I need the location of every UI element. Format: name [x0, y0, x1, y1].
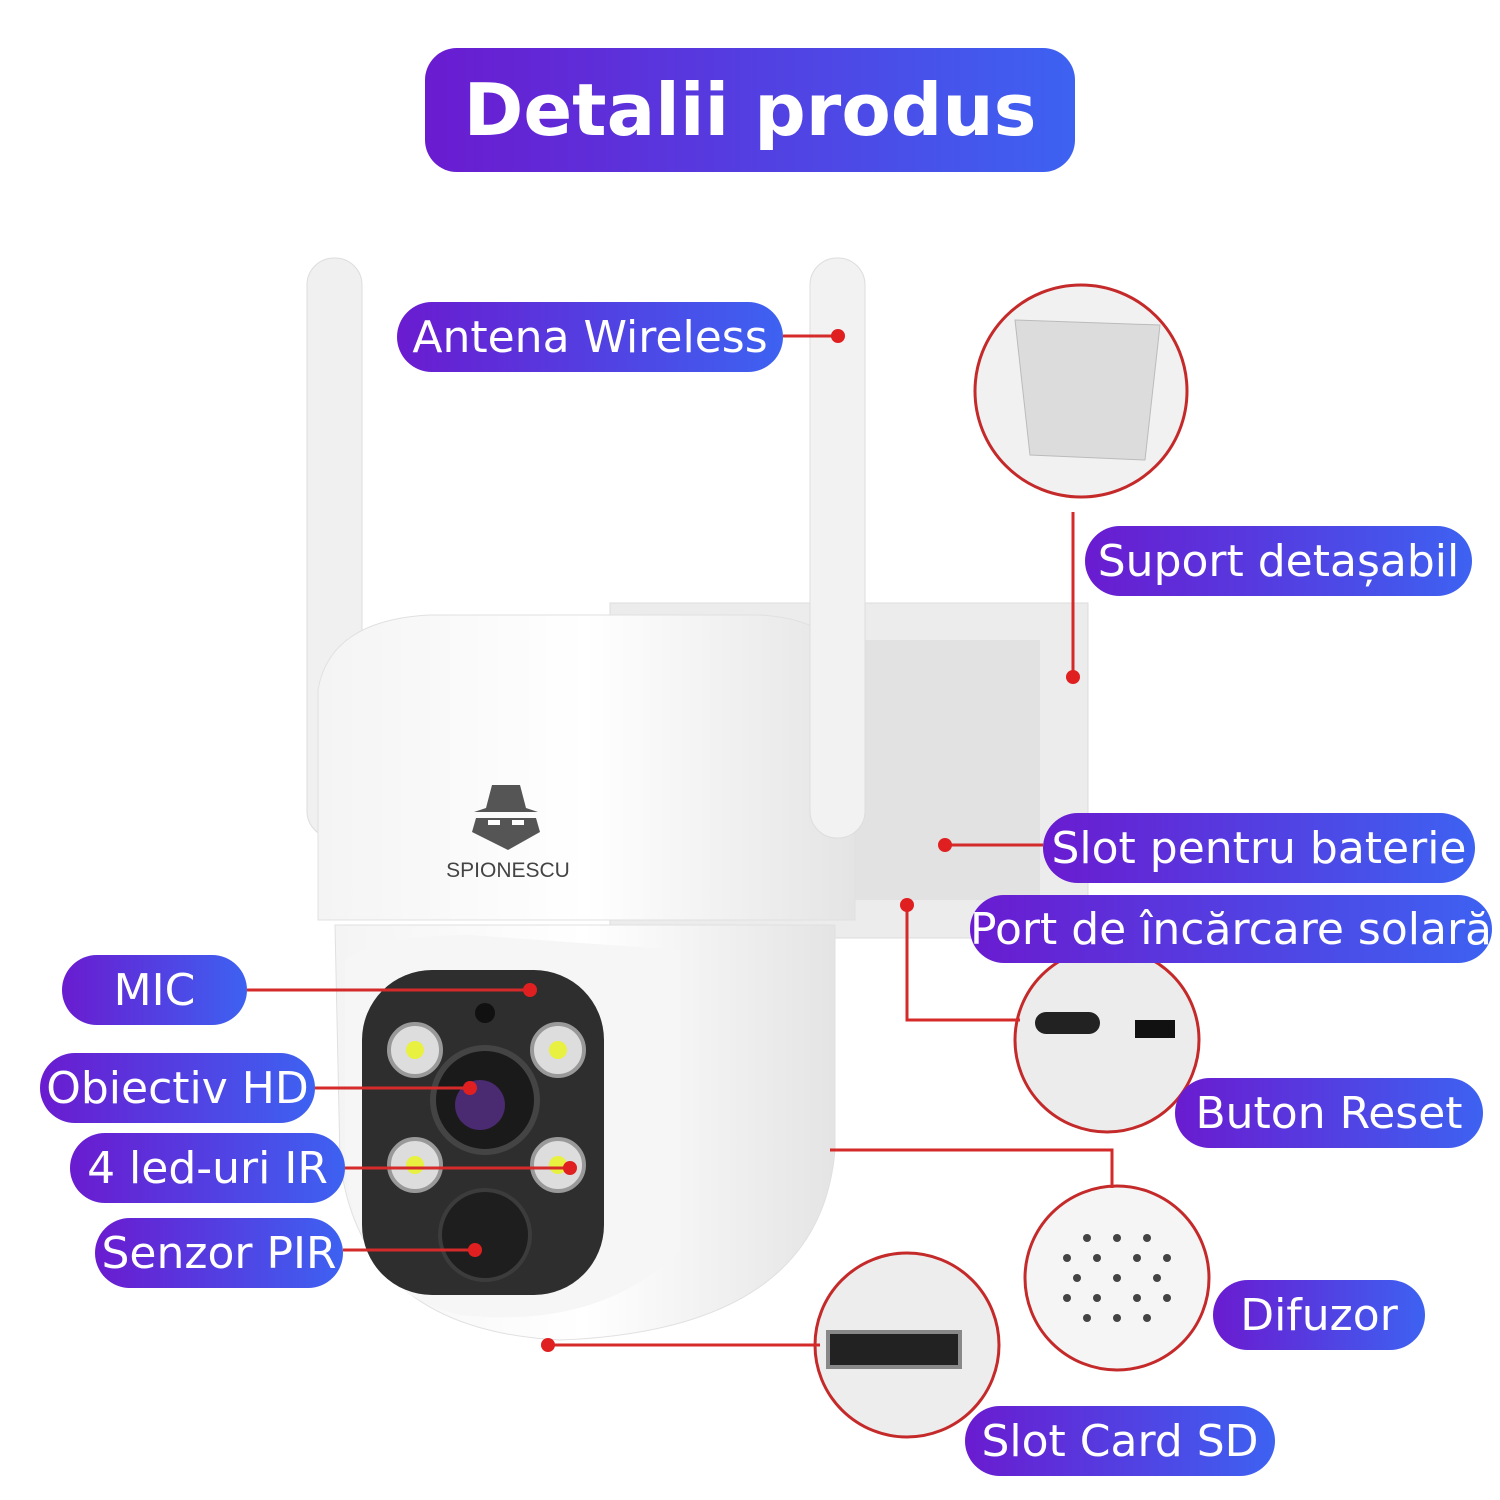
label-solar-port: Port de încărcare solară [970, 895, 1492, 963]
page-title: Detalii produs [425, 48, 1075, 172]
label-lens: Obiectiv HD [40, 1053, 315, 1123]
label-sd-slot: Slot Card SD [965, 1406, 1275, 1476]
spy-logo-icon [472, 785, 540, 850]
callout-lines [247, 334, 1114, 1347]
label-reset: Buton Reset [1175, 1078, 1483, 1148]
label-ir-leds: 4 led-uri IR [70, 1133, 345, 1203]
label-antenna: Antena Wireless [397, 302, 783, 372]
speaker-grille [1063, 1234, 1171, 1322]
label-pir: Senzor PIR [95, 1218, 343, 1288]
port-detail-circle [1013, 946, 1201, 1134]
antenna-right [809, 257, 866, 839]
label-battery: Slot pentru baterie [1043, 813, 1475, 883]
brand-text: SPIONESCU [446, 859, 570, 882]
label-speaker: Difuzor [1213, 1280, 1425, 1350]
label-mount: Suport detașabil [1085, 526, 1472, 596]
label-mic: MIC [62, 955, 247, 1025]
